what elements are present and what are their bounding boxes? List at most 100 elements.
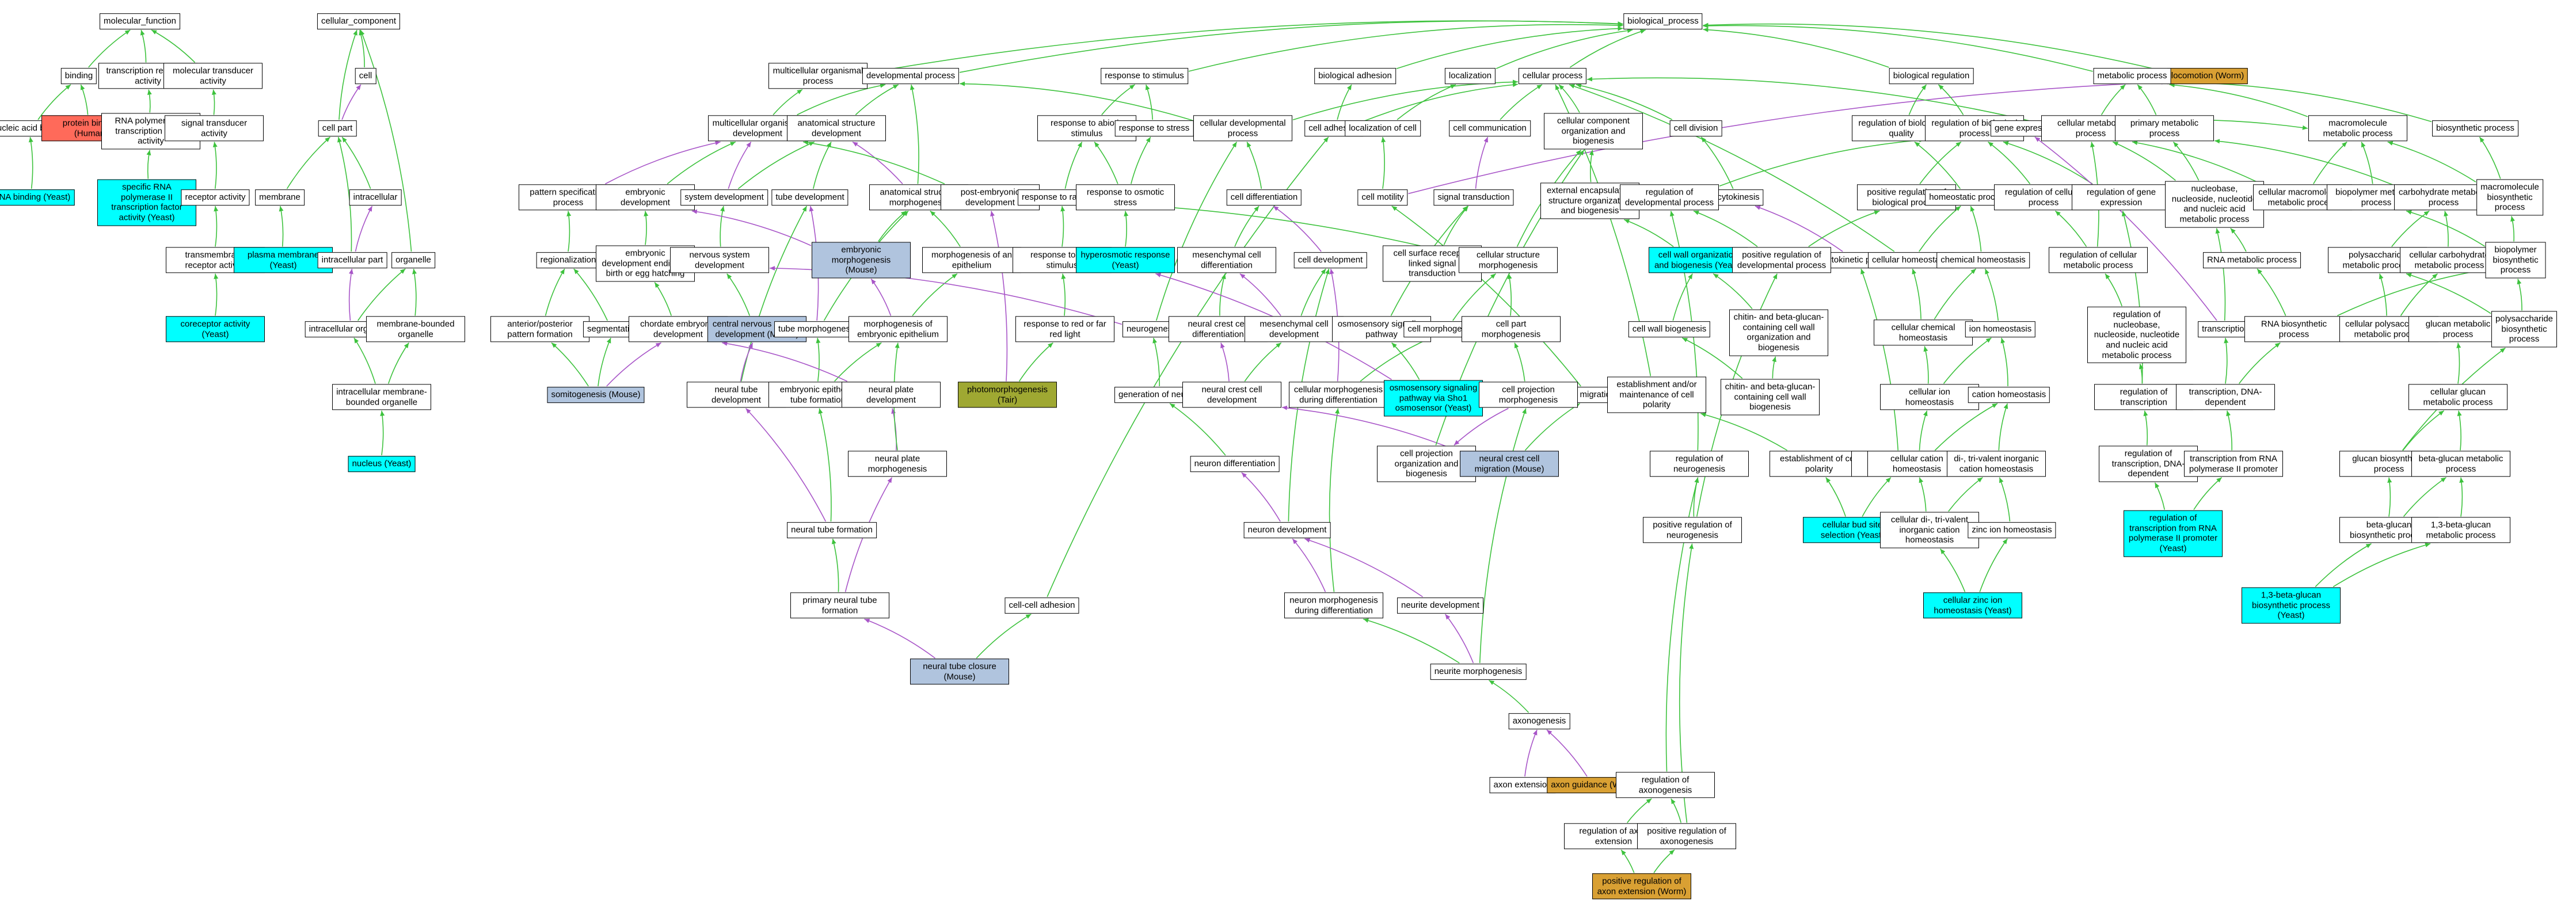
go-term-node-coreceptor-activity-yeast[interactable]: coreceptor activity (Yeast) <box>166 316 265 342</box>
go-term-node-receptor-activity[interactable]: receptor activity <box>181 189 250 205</box>
go-term-node-beta-glucan-metabolic-process[interactable]: beta-glucan metabolic process <box>2411 451 2510 477</box>
go-term-node-glucan-metabolic-process[interactable]: glucan metabolic process <box>2408 316 2507 342</box>
go-term-node-cell-projection-organization-and-biogenesis[interactable]: cell projection organization and biogene… <box>1377 445 1476 482</box>
go-term-node-metabolic-process[interactable]: metabolic process <box>2093 68 2171 84</box>
go-term-node-primary-neural-tube-formation[interactable]: primary neural tube formation <box>790 592 889 619</box>
go-term-node-molecular-transducer-activity[interactable]: molecular transducer activity <box>163 63 262 89</box>
go-term-node-nucleus-yeast[interactable]: nucleus (Yeast) <box>348 456 416 472</box>
go-term-node-neuron-differentiation[interactable]: neuron differentiation <box>1190 456 1280 472</box>
go-term-node-intracellular[interactable]: intracellular <box>349 189 402 205</box>
go-term-node-regulation-of-transcription-from-rna-polymerase-ii-promoter-yeast[interactable]: regulation of transcription from RNA pol… <box>2124 510 2223 557</box>
go-term-node-organelle[interactable]: organelle <box>391 252 435 268</box>
go-term-node-cellular-di-tri-valent-inorganic-cation-homeostasis[interactable]: cellular di-, tri-valent inorganic catio… <box>1880 512 1979 549</box>
go-term-node-cellular-ion-homeostasis[interactable]: cellular ion homeostasis <box>1880 384 1979 410</box>
go-term-node-cell[interactable]: cell <box>355 68 376 84</box>
go-term-node-macromolecule-biosynthetic-process[interactable]: macromolecule biosynthetic process <box>2476 179 2543 216</box>
go-term-node-transcription-dna-dependent[interactable]: transcription, DNA-dependent <box>2176 384 2275 410</box>
go-term-node-cellular-developmental-process[interactable]: cellular developmental process <box>1193 115 1292 142</box>
go-term-node-cellular-structure-morphogenesis[interactable]: cellular structure morphogenesis <box>1459 247 1558 273</box>
go-term-node-chitin-and-beta-glucan-containing-cell-wall-biogenesis[interactable]: chitin- and beta-glucan-containing cell … <box>1721 379 1820 416</box>
go-term-node-one-three-beta-glucan-biosynthetic-process-yeast[interactable]: 1,3-beta-glucan biosynthetic process (Ye… <box>2242 587 2341 624</box>
go-term-node-cellular-glucan-metabolic-process[interactable]: cellular glucan metabolic process <box>2408 384 2507 410</box>
go-term-node-transcription[interactable]: transcription <box>2198 321 2253 337</box>
go-term-node-positive-regulation-of-developmental-process[interactable]: positive regulation of developmental pro… <box>1732 247 1831 273</box>
go-term-node-cytokinesis[interactable]: cytokinesis <box>1713 189 1764 205</box>
go-term-node-neural-crest-cell-migration-mouse[interactable]: neural crest cell migration (Mouse) <box>1460 451 1559 477</box>
go-term-node-cell-part-morphogenesis[interactable]: cell part morphogenesis <box>1462 316 1561 342</box>
go-term-node-biosynthetic-process[interactable]: biosynthetic process <box>2432 120 2518 136</box>
go-term-node-locomotion-worm[interactable]: locomotion (Worm) <box>2167 68 2248 84</box>
go-term-node-multicellular-organismal-process[interactable]: multicellular organismal process <box>768 63 867 89</box>
go-term-node-anterior-posterior-pattern-formation[interactable]: anterior/posterior pattern formation <box>490 316 589 342</box>
go-term-node-cell-part[interactable]: cell part <box>318 120 357 136</box>
go-term-node-chemical-homeostasis[interactable]: chemical homeostasis <box>1936 252 2030 268</box>
go-term-node-mesenchymal-cell-development[interactable]: mesenchymal cell development <box>1245 316 1344 342</box>
go-term-node-tube-development[interactable]: tube development <box>771 189 848 205</box>
go-term-node-regulation-of-gene-expression[interactable]: regulation of gene expression <box>2072 184 2171 211</box>
go-term-node-regulation-of-neurogenesis[interactable]: regulation of neurogenesis <box>1650 451 1749 477</box>
go-term-node-regulation-of-transcription-dna-dependent[interactable]: regulation of transcription, DNA-depende… <box>2099 445 2198 482</box>
go-term-node-biological-regulation[interactable]: biological regulation <box>1889 68 1974 84</box>
go-term-node-neuron-morphogenesis-during-differentiation[interactable]: neuron morphogenesis during differentiat… <box>1284 592 1383 619</box>
go-term-node-developmental-process[interactable]: developmental process <box>862 68 960 84</box>
go-term-node-morphogenesis-of-an-epithelium[interactable]: morphogenesis of an epithelium <box>922 247 1021 273</box>
go-term-node-neurogenesis[interactable]: neurogenesis <box>1122 321 1183 337</box>
go-term-node-cellular-zinc-ion-homeostasis-yeast[interactable]: cellular zinc ion homeostasis (Yeast) <box>1923 592 2022 619</box>
go-term-node-response-to-osmotic-stress[interactable]: response to osmotic stress <box>1076 184 1175 211</box>
go-term-node-cellular-chemical-homeostasis[interactable]: cellular chemical homeostasis <box>1874 319 1973 346</box>
go-term-node-specific-rna-polymerase-ii-transcription-factor-activity-yeast[interactable]: specific RNA polymerase II transcription… <box>97 179 196 226</box>
go-term-node-cellular-component-organization-and-biogenesis[interactable]: cellular component organization and biog… <box>1544 113 1643 150</box>
go-term-node-neural-crest-cell-development[interactable]: neural crest cell development <box>1182 382 1281 408</box>
go-term-node-binding[interactable]: binding <box>60 68 97 84</box>
go-term-node-molecular-function[interactable]: molecular_function <box>100 13 180 29</box>
go-term-node-cell-division[interactable]: cell division <box>1669 120 1722 136</box>
go-term-node-hyperosmotic-response-yeast[interactable]: hyperosmotic response (Yeast) <box>1076 247 1175 273</box>
go-term-node-system-development[interactable]: system development <box>680 189 768 205</box>
go-term-node-embryonic-morphogenesis-mouse[interactable]: embryonic morphogenesis (Mouse) <box>812 242 911 279</box>
go-term-node-response-to-stress[interactable]: response to stress <box>1114 120 1194 136</box>
go-term-node-regulation-of-axonogenesis[interactable]: regulation of axonogenesis <box>1616 772 1715 798</box>
go-term-node-regulation-of-cellular-metabolic-process[interactable]: regulation of cellular metabolic process <box>2049 247 2148 273</box>
go-term-node-regulation-of-transcription[interactable]: regulation of transcription <box>2094 384 2193 410</box>
go-term-node-cell-wall-biogenesis[interactable]: cell wall biogenesis <box>1628 321 1711 337</box>
go-term-node-one-three-beta-glucan-metabolic-process[interactable]: 1,3-beta-glucan metabolic process <box>2411 517 2510 543</box>
go-term-node-primary-metabolic-process[interactable]: primary metabolic process <box>2115 115 2214 142</box>
go-term-node-macromolecule-metabolic-process[interactable]: macromolecule metabolic process <box>2308 115 2407 142</box>
go-term-node-cell-communication[interactable]: cell communication <box>1449 120 1531 136</box>
go-term-node-intracellular-part[interactable]: intracellular part <box>317 252 387 268</box>
go-term-node-biopolymer-biosynthetic-process[interactable]: biopolymer biosynthetic process <box>2485 242 2546 279</box>
go-term-node-neural-plate-morphogenesis[interactable]: neural plate morphogenesis <box>848 451 947 477</box>
go-term-node-cell-motility[interactable]: cell motility <box>1357 189 1408 205</box>
go-term-node-positive-regulation-of-neurogenesis[interactable]: positive regulation of neurogenesis <box>1643 517 1742 543</box>
go-term-node-cellular-carbohydrate-metabolic-process[interactable]: cellular carbohydrate metabolic process <box>2400 247 2499 273</box>
go-term-node-axon-extension[interactable]: axon extension <box>1489 777 1556 793</box>
go-term-node-signal-transduction[interactable]: signal transduction <box>1433 189 1514 205</box>
go-term-node-positive-regulation-of-axonogenesis[interactable]: positive regulation of axonogenesis <box>1637 823 1736 850</box>
go-term-node-neural-tube-formation[interactable]: neural tube formation <box>787 522 877 538</box>
go-term-node-cell-wall-organization-and-biogenesis-yeast[interactable]: cell wall organization and biogenesis (Y… <box>1649 247 1748 273</box>
go-term-node-neural-tube-closure-mouse[interactable]: neural tube closure (Mouse) <box>910 658 1009 685</box>
go-term-node-positive-regulation-of-axon-extension-worm[interactable]: positive regulation of axon extension (W… <box>1592 873 1691 900</box>
go-term-node-somitogenesis-mouse[interactable]: somitogenesis (Mouse) <box>547 387 645 403</box>
go-term-node-neural-plate-development[interactable]: neural plate development <box>842 382 941 408</box>
go-term-node-cellular-component[interactable]: cellular_component <box>317 13 401 29</box>
go-term-node-membrane-bounded-organelle[interactable]: membrane-bounded organelle <box>366 316 465 342</box>
go-term-node-nucleobase-nucleoside-nucleotide-and-nucleic-acid-metabolic-process[interactable]: nucleobase, nucleoside, nucleotide and n… <box>2165 181 2264 228</box>
go-term-node-mesenchymal-cell-differentiation[interactable]: mesenchymal cell differentiation <box>1177 247 1276 273</box>
go-term-node-neuron-development[interactable]: neuron development <box>1243 522 1331 538</box>
go-term-node-localization[interactable]: localization <box>1444 68 1496 84</box>
go-term-node-signal-transducer-activity[interactable]: signal transducer activity <box>165 115 264 142</box>
go-term-node-membrane[interactable]: membrane <box>255 189 305 205</box>
go-term-node-cellular-morphogenesis-during-differentiation[interactable]: cellular morphogenesis during differenti… <box>1289 382 1388 408</box>
go-term-node-biological-process[interactable]: biological_process <box>1623 13 1703 29</box>
go-term-node-regulation-of-developmental-process[interactable]: regulation of developmental process <box>1620 184 1719 211</box>
go-term-node-plasma-membrane-yeast[interactable]: plasma membrane (Yeast) <box>234 247 333 273</box>
go-term-node-embryonic-development[interactable]: embryonic development <box>596 184 695 211</box>
go-term-node-anatomical-structure-development[interactable]: anatomical structure development <box>787 115 886 142</box>
go-term-node-ion-homeostasis[interactable]: ion homeostasis <box>1965 321 2036 337</box>
go-term-node-regionalization[interactable]: regionalization <box>536 252 600 268</box>
go-term-node-chitin-and-beta-glucan-containing-cell-wall-organization-and-biogenesis[interactable]: chitin- and beta-glucan-containing cell … <box>1729 309 1828 356</box>
go-term-node-regulation-of-nucleobase-nucleoside-nucleotide-and-nucleic-acid-metabolic-process[interactable]: regulation of nucleobase, nucleoside, nu… <box>2087 306 2186 364</box>
go-term-node-tube-morphogenesis[interactable]: tube morphogenesis <box>774 321 861 337</box>
go-term-node-response-to-stimulus[interactable]: response to stimulus <box>1101 68 1188 84</box>
